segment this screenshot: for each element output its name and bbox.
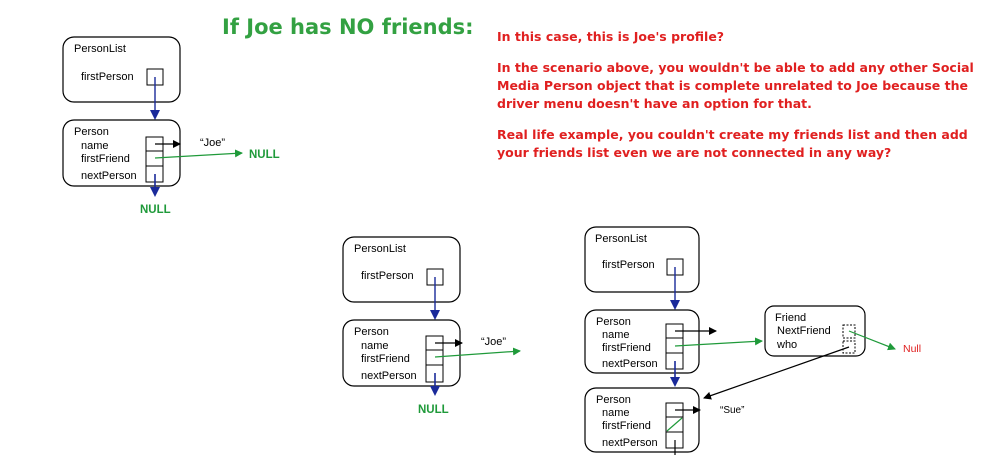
firstperson-label-1: firstPerson: [81, 71, 134, 83]
person-label-1: Person: [74, 126, 109, 138]
diagram-with-friend: PersonList firstPerson Person name first…: [584, 226, 921, 455]
who-label: who: [776, 339, 797, 351]
null-nextperson-1: NULL: [140, 204, 171, 216]
person-label-3b: Person: [596, 394, 631, 406]
who-pointer: [703, 346, 850, 400]
person-label-3a: Person: [596, 316, 631, 328]
friend-box: [764, 305, 866, 357]
nextperson-label-1: nextPerson: [81, 170, 137, 182]
firstfriend-cell-2: [425, 349, 444, 366]
name-label-1: name: [81, 140, 109, 152]
firstfriend-pointer-1: [154, 149, 243, 159]
personlist-label-3: PersonList: [595, 233, 647, 245]
page-title: If Joe has NO friends:: [222, 15, 474, 39]
firstfriend-pointer-3a: [674, 337, 763, 347]
null-nextfriend: Null: [903, 343, 921, 355]
friend-label: Friend: [775, 312, 806, 324]
nextfriend-pointer: [848, 330, 896, 351]
firstfriend-label-2: firstFriend: [361, 353, 410, 365]
nextperson-label-3a: nextPerson: [602, 358, 658, 370]
diagram-joe-middle: PersonList firstPerson Person name first…: [342, 236, 521, 416]
person-label-2: Person: [354, 326, 389, 338]
note-3: Real life example, you couldn't create m…: [497, 127, 968, 160]
firstfriend-null-slash: [666, 417, 683, 432]
firstperson-label-3: firstPerson: [602, 259, 655, 271]
personlist-box-3: [584, 226, 700, 293]
null-nextperson-2: NULL: [418, 404, 449, 416]
firstfriend-label-3a: firstFriend: [602, 342, 651, 354]
personlist-label-2: PersonList: [354, 243, 406, 255]
diagram-joe-no-friends: PersonList firstPerson Person name first…: [62, 36, 280, 216]
joe-value-1: “Joe”: [200, 137, 225, 149]
personlist-label-1: PersonList: [74, 43, 126, 55]
nextperson-label-2: nextPerson: [361, 370, 417, 382]
name-label-3b: name: [602, 407, 630, 419]
nextfriend-label: NextFriend: [777, 325, 831, 337]
firstfriend-label-1: firstFriend: [81, 153, 130, 165]
note-1: In this case, this is Joe's profile?: [497, 29, 725, 44]
firstfriend-label-3b: firstFriend: [602, 420, 651, 432]
personlist-box-1: [62, 36, 181, 103]
joe-value-2: “Joe”: [481, 336, 506, 348]
firstfriend-pointer-2: [434, 347, 521, 358]
null-firstfriend-1: NULL: [249, 149, 280, 161]
firstfriend-cell-1: [145, 150, 164, 167]
firstperson-label-2: firstPerson: [361, 270, 414, 282]
sue-value: “Sue”: [720, 405, 744, 416]
nextperson-label-3b: nextPerson: [602, 437, 658, 449]
name-label-3a: name: [602, 329, 630, 341]
notes-panel: In this case, this is Joe's profile? In …: [497, 28, 997, 175]
personlist-box-2: [342, 236, 461, 303]
note-2: In the scenario above, you wouldn't be a…: [497, 60, 974, 111]
name-label-2: name: [361, 340, 389, 352]
